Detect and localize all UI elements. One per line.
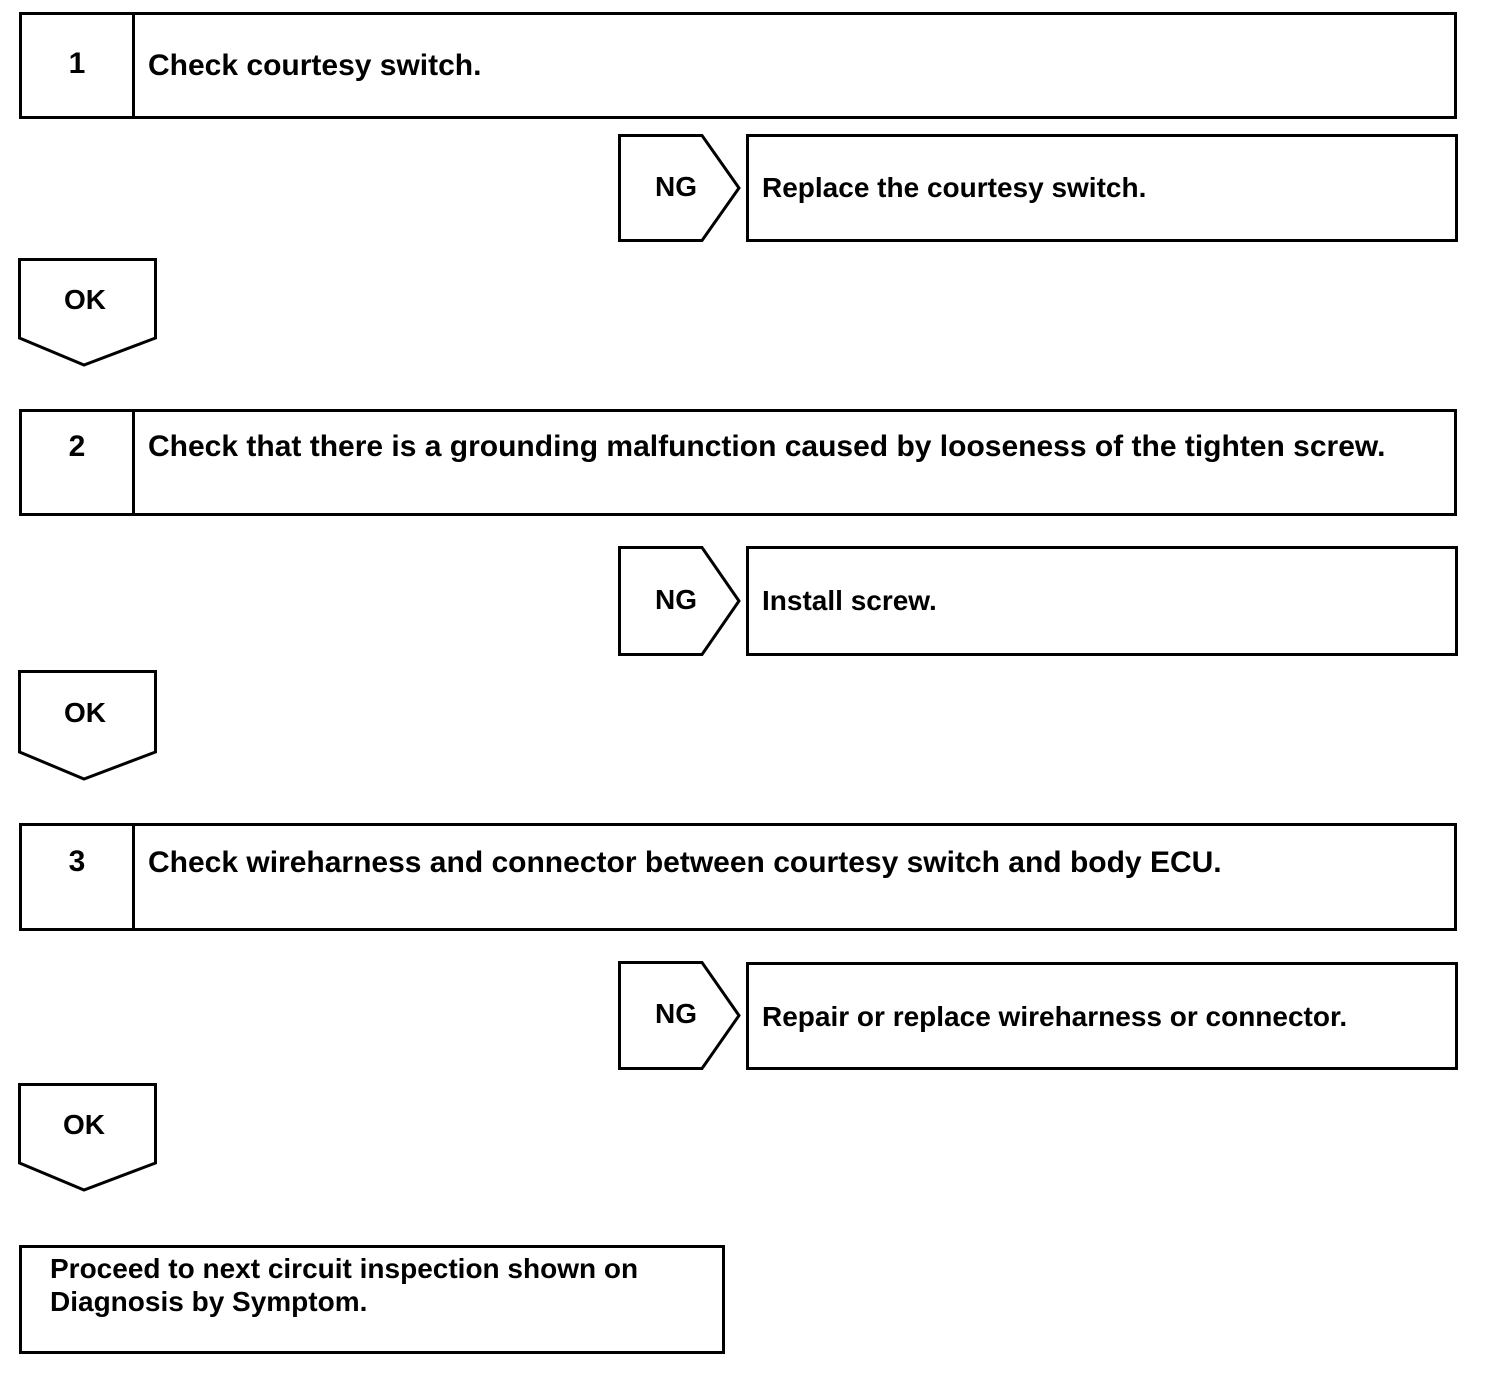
step-2-number: 2 xyxy=(22,412,135,513)
step-1-ng-result-box: Replace the courtesy switch. xyxy=(746,134,1458,242)
step-2-ok-arrow xyxy=(18,670,157,781)
step-3-ok-arrow xyxy=(18,1083,157,1192)
step-2-ng-label: NG xyxy=(655,584,697,615)
final-box: Proceed to next circuit inspection shown… xyxy=(19,1245,725,1354)
step-1-box: 1 Check courtesy switch. xyxy=(19,12,1457,119)
step-3-ng-arrow xyxy=(618,961,741,1070)
step-2-ng-arrow xyxy=(618,546,741,656)
step-3-box: 3 Check wireharness and connector betwee… xyxy=(19,823,1457,931)
step-3-ng-result-box: Repair or replace wireharness or connect… xyxy=(746,962,1458,1070)
step-1-number: 1 xyxy=(22,15,135,116)
step-3-number: 3 xyxy=(22,826,135,928)
step-1-ng-label: NG xyxy=(655,171,697,202)
step-2-ng-result-box: Install screw. xyxy=(746,546,1458,656)
step-2-ok-label: OK xyxy=(64,697,106,728)
step-2-box: 2 Check that there is a grounding malfun… xyxy=(19,409,1457,516)
step-3-ok-label: OK xyxy=(63,1109,105,1140)
step-3-ng-result-text: Repair or replace wireharness or connect… xyxy=(762,1001,1348,1032)
step-2-ng-result-text: Install screw. xyxy=(762,585,937,616)
step-1-ng-arrow xyxy=(618,134,741,242)
step-1-ok-arrow xyxy=(18,258,157,367)
step-1-text: Check courtesy switch. xyxy=(148,49,482,82)
step-3-text: Check wireharness and connector between … xyxy=(148,846,1222,879)
step-1-ng-result-text: Replace the courtesy switch. xyxy=(762,172,1147,203)
final-text: Proceed to next circuit inspection shown… xyxy=(50,1253,639,1317)
step-3-ng-label: NG xyxy=(655,998,697,1029)
step-1-ok-label: OK xyxy=(64,284,106,315)
step-2-text: Check that there is a grounding malfunct… xyxy=(148,430,1386,463)
